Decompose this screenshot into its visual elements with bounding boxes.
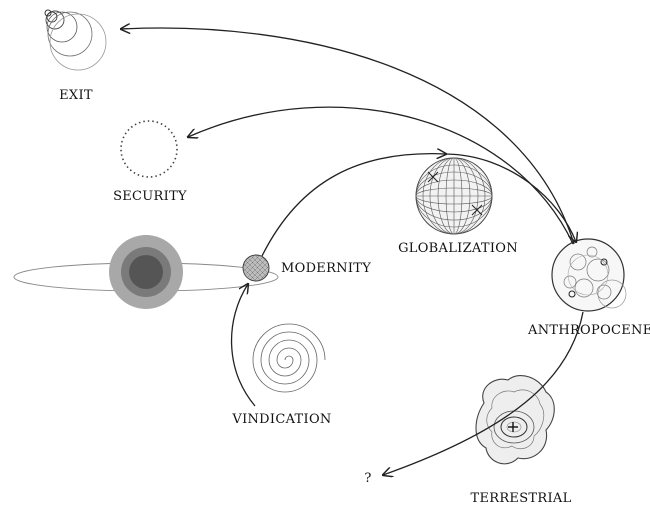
- modernity-icon: [242, 254, 270, 282]
- label-modernity: MODERNITY: [281, 261, 371, 276]
- globe-icon: [415, 157, 493, 235]
- label-unknown: ?: [364, 471, 371, 486]
- security-icon: [120, 120, 178, 178]
- anthropocene-icon: [551, 238, 627, 312]
- sun-orbit-icon: [13, 235, 279, 309]
- label-anthropocene: ANTHROPOCENE: [527, 323, 650, 338]
- label-vindication: VINDICATION: [231, 412, 331, 427]
- terrestrial-icon: [475, 375, 555, 465]
- arrow-globalization-to-anthropocene: [445, 153, 576, 242]
- arrow-modernity-to-globalization: [261, 154, 446, 257]
- arrow-vindication-to-modernity: [230, 284, 256, 407]
- crosshair-icon: [508, 422, 518, 432]
- label-exit: EXIT: [59, 88, 93, 103]
- arrow-anthropocene-to-security: [188, 106, 574, 245]
- label-terrestrial: TERRESTRIAL: [470, 491, 571, 506]
- arrow-anthropocene-to-exit: [121, 28, 575, 245]
- label-globalization: GLOBALIZATION: [398, 241, 518, 256]
- label-security: SECURITY: [113, 189, 187, 204]
- arrow-anthropocene-to-unknown: [383, 311, 584, 475]
- exit-icon: [44, 9, 107, 71]
- spiral-icon: [252, 323, 326, 393]
